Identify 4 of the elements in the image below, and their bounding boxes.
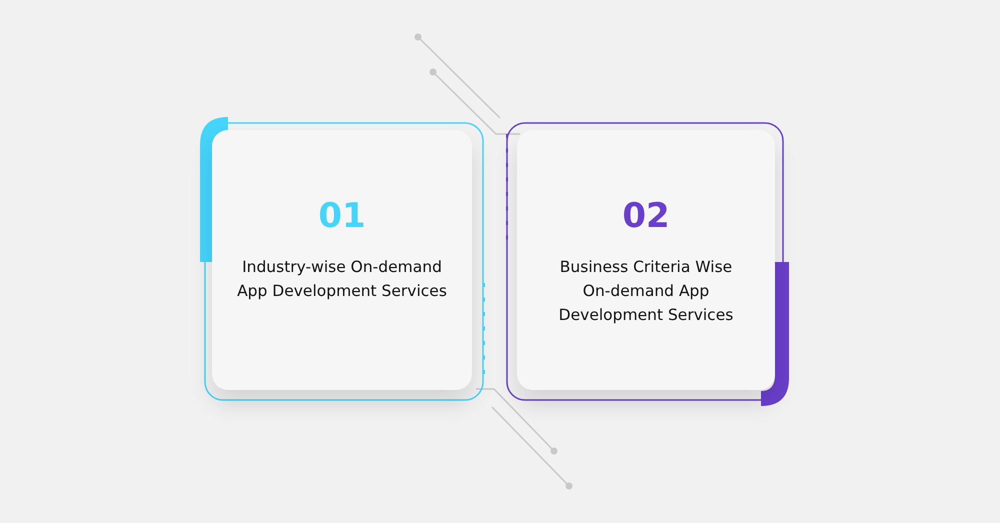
- card-description: Industry-wise On-demand App Development Services: [236, 257, 448, 302]
- step-number: 01: [318, 196, 366, 236]
- step-number: 02: [622, 196, 670, 236]
- card-description: Business Criteria Wise On-demand App Development Services: [558, 257, 734, 326]
